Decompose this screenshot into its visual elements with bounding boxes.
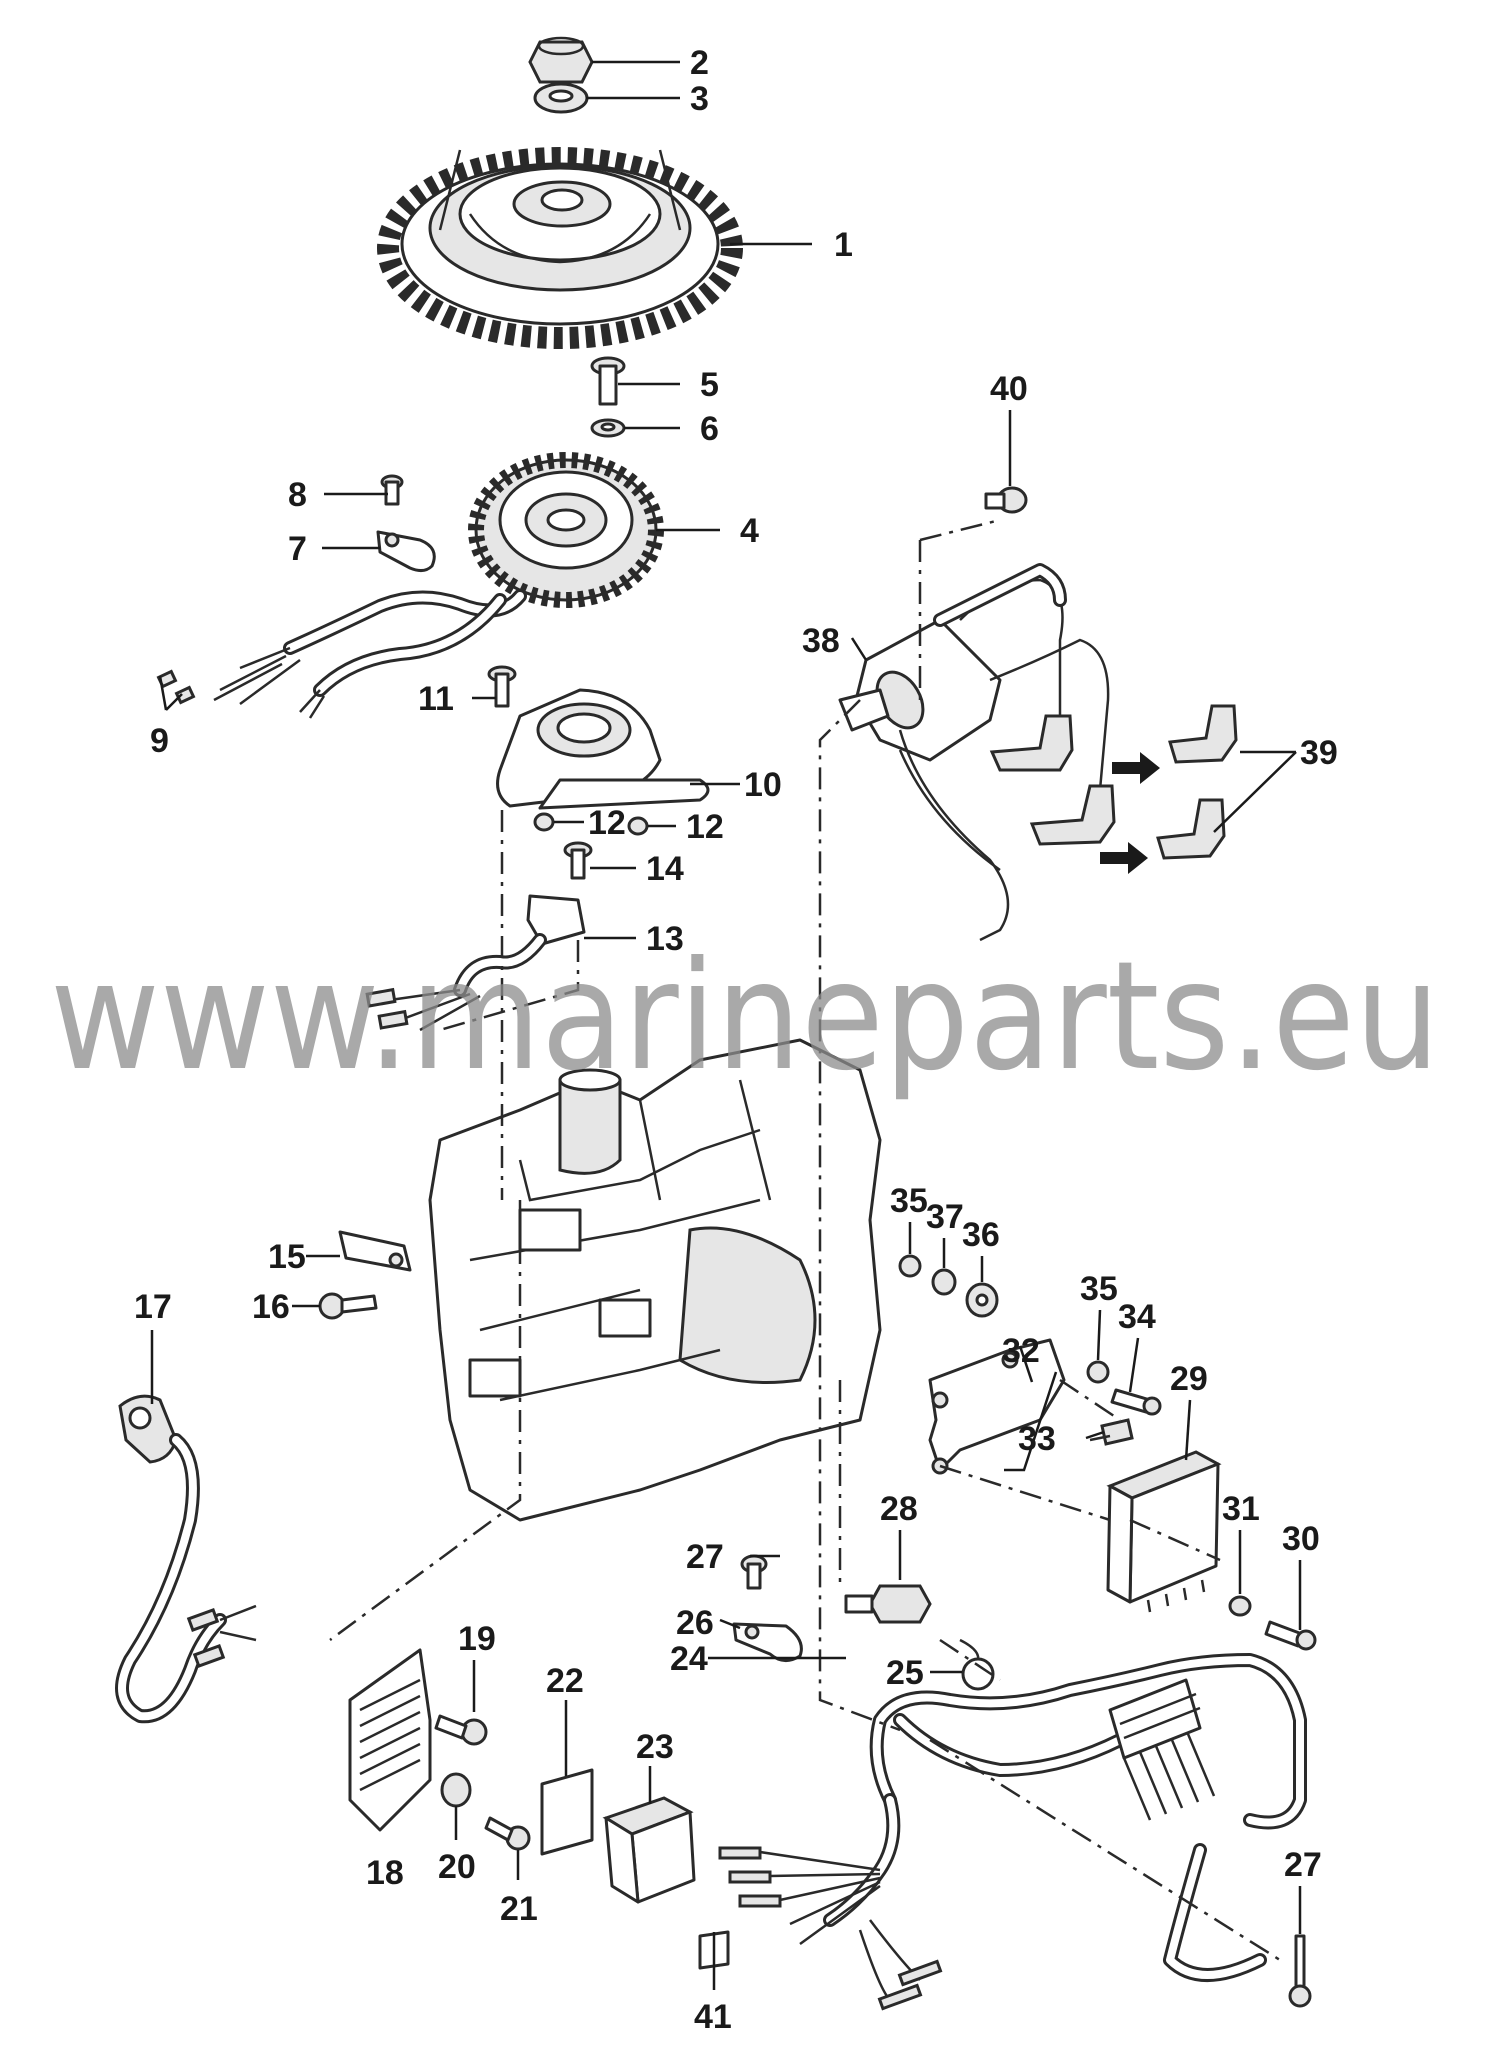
- callout-34: 34: [1118, 1298, 1156, 1336]
- callout-25: 25: [886, 1654, 924, 1692]
- part-stator-bolt: [590, 356, 626, 406]
- part-washer-31: [1228, 1595, 1252, 1617]
- watermark-text: www.marineparts.eu: [50, 930, 1440, 1104]
- part-nut-35a: [898, 1254, 922, 1278]
- replacement-arrow-icon: [1112, 752, 1160, 784]
- callout-8: 8: [288, 476, 307, 514]
- part-screw-27b: [1288, 1934, 1312, 2008]
- assembly-guide-lines: [329, 518, 1281, 1962]
- part-trigger-plate: [496, 688, 710, 810]
- callout-36: 36: [962, 1216, 1000, 1254]
- callout-16: 16: [252, 1288, 290, 1326]
- part-rectifier-screw: [484, 1816, 531, 1851]
- callout-28: 28: [880, 1490, 918, 1528]
- callout-40: 40: [990, 370, 1028, 408]
- part-coil-bolt: [984, 486, 1028, 514]
- part-module: [602, 1796, 696, 1904]
- part-sensor-bolt: [563, 841, 593, 880]
- part-spare-plug-cap: [1156, 798, 1226, 860]
- part-spacer: [533, 812, 555, 832]
- callout-10: 10: [744, 766, 782, 804]
- part-spare-plug-cap: [1168, 704, 1238, 764]
- callout-29: 29: [1170, 1360, 1208, 1398]
- part-plug-cap: [1029, 784, 1116, 846]
- callout-4: 4: [740, 512, 759, 550]
- part-stator: [468, 452, 664, 608]
- part-sensor: [365, 894, 586, 1032]
- part-engine-block: [428, 1038, 882, 1522]
- callout-3: 3: [690, 80, 709, 118]
- part-trigger-bolt: [487, 665, 517, 708]
- part-clip-26: [732, 1622, 803, 1662]
- part-module-bracket: [928, 1338, 1066, 1475]
- part-washer: [533, 82, 589, 114]
- callout-24: 24: [670, 1640, 708, 1678]
- stator-harness: [213, 589, 527, 719]
- part-temperature-sensor: [115, 1394, 257, 1724]
- callout-30: 30: [1282, 1520, 1320, 1558]
- part-ignition-coil: [838, 563, 1110, 942]
- callout-26: 26: [676, 1604, 714, 1642]
- callout-20: 20: [438, 1848, 476, 1886]
- callout-37: 37: [926, 1198, 964, 1236]
- callout-17: 17: [134, 1288, 172, 1326]
- callout-leader-lines: [150, 60, 1302, 1990]
- callout-33: 33: [1018, 1420, 1056, 1458]
- callout-12b: 12: [686, 808, 724, 846]
- callout-15: 15: [268, 1238, 306, 1276]
- callout-31: 31: [1222, 1490, 1260, 1528]
- callout-13: 13: [646, 920, 684, 958]
- part-rectifier: [348, 1648, 432, 1832]
- callout-9: 9: [150, 722, 169, 760]
- callout-22: 22: [546, 1662, 584, 1700]
- part-wire-clamp: [376, 530, 436, 573]
- part-spacer: [627, 816, 649, 836]
- callout-1: 1: [834, 226, 853, 264]
- part-grommet: [440, 1772, 472, 1808]
- part-stator-washer: [590, 418, 626, 438]
- part-flywheel: [377, 147, 743, 349]
- callout-21: 21: [500, 1890, 538, 1928]
- part-main-harness: [718, 1653, 1307, 2011]
- part-screw-30: [1264, 1620, 1317, 1651]
- callout-35b: 35: [1080, 1270, 1118, 1308]
- callout-18: 18: [366, 1854, 404, 1892]
- part-bracket-screw-34: [1110, 1388, 1162, 1416]
- callout-27a: 27: [686, 1538, 724, 1576]
- part-bracket: [338, 1230, 412, 1272]
- part-clamp-screw: [380, 474, 404, 506]
- callout-14: 14: [646, 850, 684, 888]
- callout-11: 11: [418, 680, 454, 718]
- callout-5: 5: [700, 366, 719, 404]
- part-bolt-27a: [740, 1554, 768, 1590]
- callout-32: 32: [1002, 1332, 1040, 1370]
- callout-6: 6: [700, 410, 719, 448]
- callout-38: 38: [802, 622, 840, 660]
- part-bracket-screw: [318, 1292, 378, 1320]
- part-nut-35b: [1086, 1360, 1110, 1384]
- part-rectifier-bolt: [434, 1714, 488, 1746]
- part-pressure-switch: [844, 1584, 932, 1624]
- part-decal: [540, 1768, 594, 1856]
- callout-12a: 12: [588, 804, 626, 842]
- callout-23: 23: [636, 1728, 674, 1766]
- callout-39: 39: [1300, 734, 1338, 772]
- part-bushing: [931, 1268, 957, 1296]
- part-nut: [528, 36, 594, 84]
- part-cdi-module: [1106, 1450, 1222, 1613]
- callout-41: 41: [694, 1998, 732, 2036]
- callout-35a: 35: [890, 1182, 928, 1220]
- callout-7: 7: [288, 530, 307, 568]
- part-plug-cap: [989, 714, 1074, 772]
- part-grommet-36: [965, 1282, 999, 1318]
- part-connector-33: [1089, 1418, 1134, 1446]
- callout-labels: 1 2 3 4 5 6 7 8 9 10 11 12 12 13 14 15 1…: [134, 44, 1338, 2036]
- callout-19: 19: [458, 1620, 496, 1658]
- callout-27b: 27: [1284, 1846, 1322, 1884]
- callout-2: 2: [690, 44, 709, 82]
- part-harness-connector: [1108, 1678, 1216, 1821]
- replacement-arrow-icon: [1100, 842, 1148, 874]
